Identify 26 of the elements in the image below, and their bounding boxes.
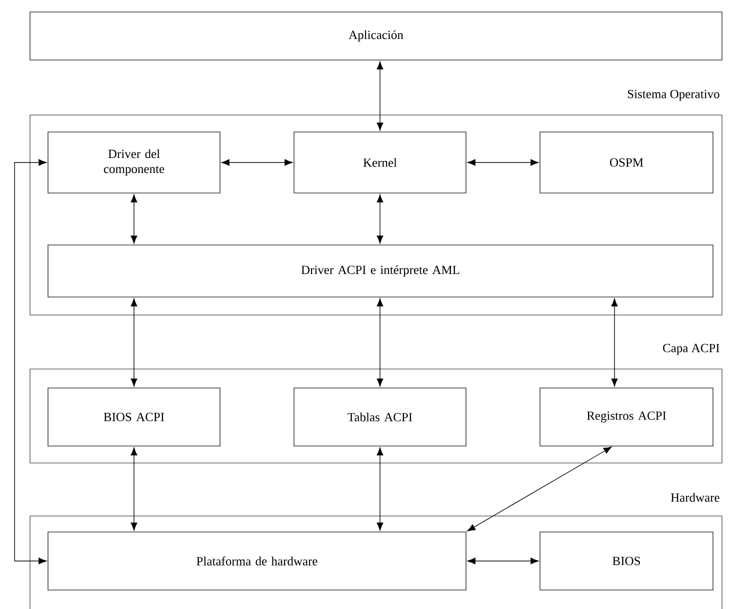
arrow — [130, 194, 138, 244]
process-box: Registros ACPI — [540, 388, 714, 446]
process-box: Driver del componente — [48, 132, 220, 194]
arrow — [611, 298, 618, 387]
arrow — [221, 159, 293, 166]
arrow — [130, 447, 138, 531]
layer-title: Hardware — [670, 493, 720, 502]
process-box: Aplicación — [30, 12, 722, 60]
arrow — [467, 446, 612, 532]
layer-title: Sistema Operativo — [628, 90, 720, 101]
process-box: Tablas ACPI — [294, 388, 466, 446]
process-box: Kernel — [294, 132, 466, 194]
layer-title: Capa ACPI — [663, 344, 720, 355]
arrow — [467, 558, 539, 564]
arrow — [130, 298, 138, 387]
arrow — [376, 61, 384, 131]
process-box: Driver ACPI e intérprete AML — [48, 244, 714, 298]
arrow — [467, 159, 539, 166]
arrow — [376, 447, 384, 531]
arrow — [376, 194, 384, 244]
arrow — [376, 298, 384, 387]
process-box: BIOS — [540, 532, 714, 590]
process-box: OSPM — [540, 132, 714, 194]
process-box: BIOS ACPI — [48, 388, 220, 446]
process-box: Plataforma de hardware — [48, 532, 466, 590]
arrow — [14, 159, 47, 564]
